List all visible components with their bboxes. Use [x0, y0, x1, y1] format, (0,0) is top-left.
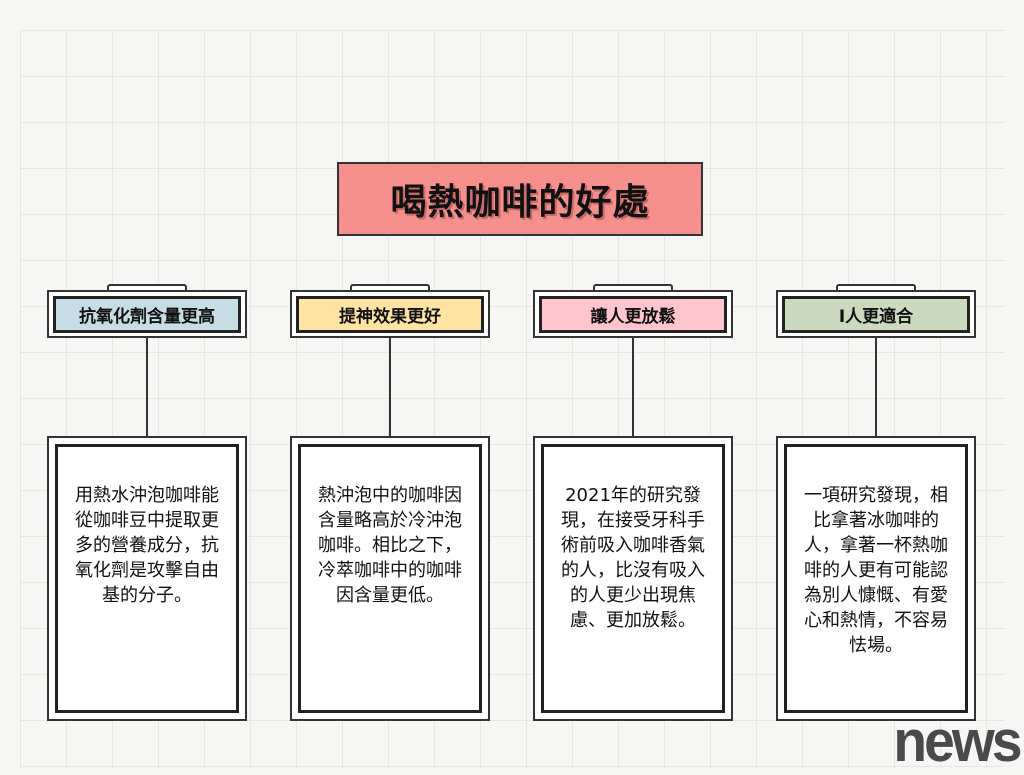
description-line: 因含量更低。: [336, 585, 444, 606]
connector-line: [146, 338, 148, 436]
description-line: 氧化劑是攻擊自由: [75, 560, 219, 581]
description-line: 怯場。: [849, 635, 903, 656]
description-line: 多的營養成分，抗: [75, 535, 219, 556]
description-inner: 2021年的研究發現，在接受牙科手術前吸入咖啡香氣的人，比沒有吸入的人更少出現焦…: [541, 444, 725, 713]
description-line: 從咖啡豆中提取更: [75, 510, 219, 531]
benefit-column: 讓人更放鬆 2021年的研究發現，在接受牙科手術前吸入咖啡香氣的人，比沒有吸入的…: [533, 284, 733, 721]
description-inner: 熱沖泡中的咖啡因含量略高於冷沖泡咖啡。相比之下， 冷萃咖啡中的咖啡因含量更低。: [298, 444, 482, 713]
description-line: 熱沖泡中的咖啡因: [318, 485, 462, 506]
benefit-heading: 抗氧化劑含量更高: [53, 296, 241, 333]
benefit-heading: 提神效果更好: [296, 296, 484, 333]
description-box: 2021年的研究發現，在接受牙科手術前吸入咖啡香氣的人，比沒有吸入的人更少出現焦…: [533, 436, 733, 721]
news-logo: news: [893, 709, 1022, 774]
description-line: 術前吸入咖啡香氣: [561, 535, 705, 556]
description-line: 的人，比沒有吸入: [561, 560, 705, 581]
description-line: 的人更少出現焦: [570, 585, 696, 606]
connector-line: [632, 338, 634, 436]
benefit-heading: 讓人更放鬆: [539, 296, 727, 333]
description-line: 心和熱情，不容易: [804, 610, 948, 631]
description-line: 含量略高於冷沖泡: [318, 510, 462, 531]
connector-line: [389, 338, 391, 436]
description-line: 慮、更加放鬆。: [570, 610, 696, 631]
description-line: 啡的人更有可能認: [804, 560, 948, 581]
benefit-column: I人更適合 一項研究發現，相比拿著冰咖啡的人，拿著一杯熱咖啡的人更有可能認為別人…: [776, 284, 976, 721]
connector-line: [875, 338, 877, 436]
header-tab: [836, 284, 916, 292]
description-line: 基的分子。: [102, 585, 192, 606]
description-inner: 用熱水沖泡咖啡能從咖啡豆中提取更多的營養成分，抗氧化劑是攻擊自由基的分子。: [55, 444, 239, 713]
description-box: 一項研究發現，相比拿著冰咖啡的人，拿著一杯熱咖啡的人更有可能認為別人慷慨、有愛心…: [776, 436, 976, 721]
description-line: 為別人慷慨、有愛: [804, 585, 948, 606]
description-box: 熱沖泡中的咖啡因含量略高於冷沖泡咖啡。相比之下， 冷萃咖啡中的咖啡因含量更低。: [290, 436, 490, 721]
description-inner: 一項研究發現，相比拿著冰咖啡的人，拿著一杯熱咖啡的人更有可能認為別人慷慨、有愛心…: [784, 444, 968, 713]
description-line: 咖啡。相比之下，: [318, 535, 462, 556]
description-box: 用熱水沖泡咖啡能從咖啡豆中提取更多的營養成分，抗氧化劑是攻擊自由基的分子。: [47, 436, 247, 721]
description-line: 一項研究發現，相: [804, 485, 948, 506]
diagram-title: 喝熱咖啡的好處: [337, 162, 703, 236]
description-line: 用熱水沖泡咖啡能: [75, 485, 219, 506]
benefit-column: 抗氧化劑含量更高 用熱水沖泡咖啡能從咖啡豆中提取更多的營養成分，抗氧化劑是攻擊自…: [47, 284, 247, 721]
benefit-heading: I人更適合: [782, 296, 970, 333]
benefit-column: 提神效果更好 熱沖泡中的咖啡因含量略高於冷沖泡咖啡。相比之下， 冷萃咖啡中的咖啡因…: [290, 284, 490, 721]
description-line: 冷萃咖啡中的咖啡: [318, 560, 462, 581]
header-tab: [107, 284, 187, 292]
description-line: 人，拿著一杯熱咖: [804, 535, 948, 556]
header-tab: [350, 284, 430, 292]
description-line: 比拿著冰咖啡的: [813, 510, 939, 531]
description-line: 現，在接受牙科手: [561, 510, 705, 531]
header-tab: [593, 284, 673, 292]
description-line: 2021年的研究發: [565, 485, 701, 506]
